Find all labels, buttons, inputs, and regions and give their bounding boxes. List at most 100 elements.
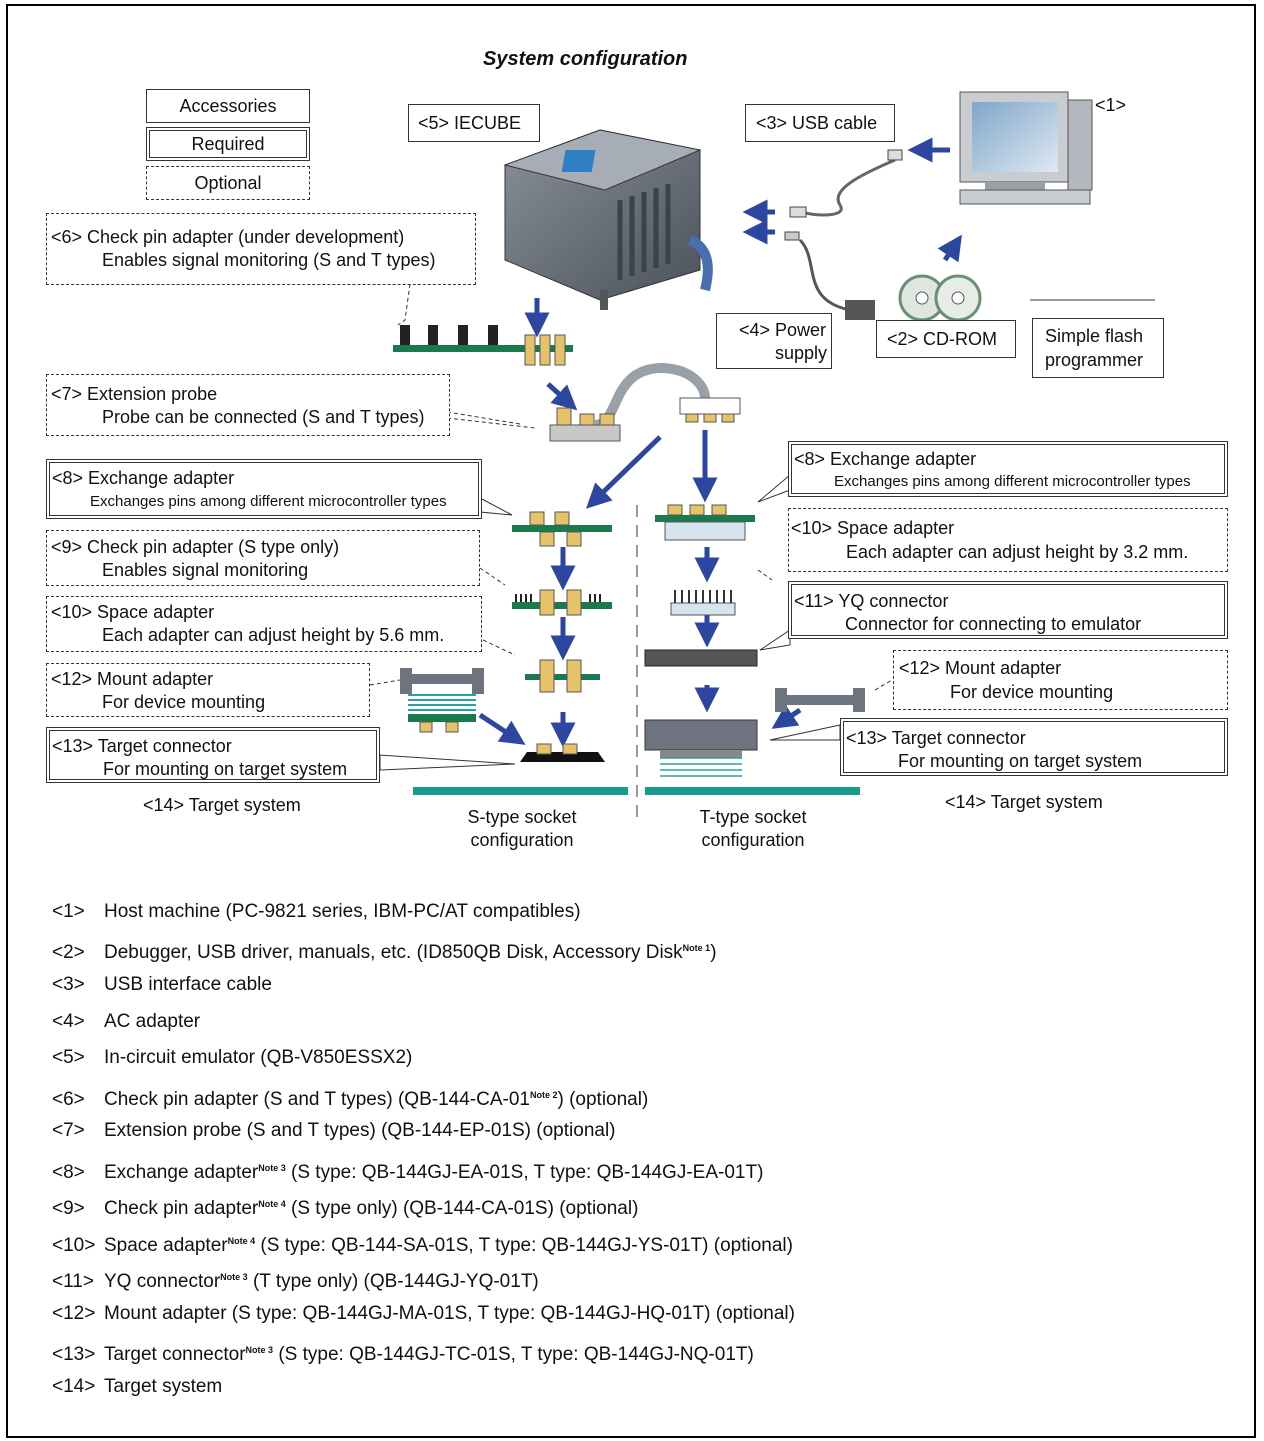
callout-10t-desc: Each adapter can adjust height by 3.2 mm… [846,542,1189,562]
t-socket-label: T-type socket [699,807,807,827]
list-item: <11> YQ connectorNote 3 (T type only) (QB… [52,1265,539,1292]
diagram-title: System configuration [483,48,688,70]
list-item: <4> AC adapter [52,1010,200,1034]
note-superscript: Note 1 [682,943,711,953]
callout-8t-title: <8> Exchange adapter [794,449,977,469]
list-item-text: Host machine (PC-9821 series, IBM-PC/AT … [104,901,581,922]
callout-13s-desc: For mounting on target system [103,759,348,779]
list-item-text: Check pin adapter (S and T types) (QB-14… [104,1089,530,1110]
list-item-text-end: (S type: QB-144-SA-01S, T type: QB-144GJ… [255,1235,793,1256]
cd-rom-label: <2> CD-ROM [876,320,1016,358]
callout-6-title: <6> Check pin adapter (under development… [51,227,405,247]
power-supply-label-2: supply [775,343,828,363]
callout-9-title: <9> Check pin adapter (S type only) [51,537,340,557]
list-item-number: <11> [52,1271,94,1292]
list-item-number: <10> [52,1235,96,1256]
list-item-number: <12> [52,1303,96,1324]
list-item-text: Target connector [104,1344,246,1365]
callout-10s-desc: Each adapter can adjust height by 5.6 mm… [102,625,445,645]
callout-exchange-adapter-t: <8> Exchange adapter Exchanges pins amon… [788,441,1228,497]
list-item-number: <5> [52,1047,85,1068]
callout-12t-desc: For device mounting [950,682,1114,702]
t-socket-label-2: configuration [701,830,805,850]
power-supply-image [784,231,875,320]
list-item-number: <8> [52,1162,85,1183]
s-type-stack [413,511,628,795]
power-supply-box: <4> Power supply [716,313,832,369]
flash-programmer-label-2: programmer [1045,350,1144,370]
list-item-text: Mount adapter (S type: QB-144GJ-MA-01S, … [104,1303,795,1324]
callout-target-connector-t: <13> Target connector For mounting on ta… [840,718,1228,776]
note-superscript: Note 3 [220,1272,248,1282]
connection-arrows [478,137,962,748]
list-item-number: <3> [52,974,85,995]
list-item-text: AC adapter [104,1011,201,1032]
list-item-number: <6> [52,1089,85,1110]
list-item-text: USB interface cable [104,974,272,995]
callout-13t-title: <13> Target connector [846,728,1026,748]
note-superscript: Note 4 [227,1236,256,1246]
list-item-text-end: ) [710,942,717,963]
list-item: <7>Extension probe (S and T types) (QB-1… [52,1119,616,1143]
check-pin-adapter-board [393,325,573,366]
callout-12t-title: <12> Mount adapter [899,658,1062,678]
callout-pointers [379,473,841,771]
list-item-text: Debugger, USB driver, manuals, etc. (ID8… [104,942,683,963]
extension-probe-image [549,362,741,442]
iecube-emulator-image [503,129,713,310]
target-system-t-label: <14> Target system [945,792,1103,812]
legend-required: Required [146,127,310,161]
callout-exchange-adapter-s: <8> Exchange adapter Exchanges pins amon… [46,459,482,519]
usb-cable-image [789,149,903,218]
list-item-number: <7> [52,1120,85,1141]
callout-11-desc: Connector for connecting to emulator [845,614,1142,634]
list-item: <5>In-circuit emulator (QB-V850ESSX2) [52,1046,412,1070]
flash-programmer-box: Simple flash programmer [1032,318,1164,378]
host-pc-image [959,91,1093,205]
callout-check-pin-adapter-s: <9> Check pin adapter (S type only) Enab… [46,530,480,586]
list-item: <3> USB interface cable [52,973,272,997]
callout-target-connector-s: <13> Target connector For mounting on ta… [46,727,380,783]
list-item: <2>Debugger, USB driver, manuals, etc. (… [52,936,717,963]
callout-10s-title: <10> Space adapter [51,602,215,622]
target-system-s-label: <14> Target system [143,795,301,815]
host-label: <1> [1095,95,1127,115]
list-item-number: <9> [52,1198,85,1219]
callout-12s-title: <12> Mount adapter [51,669,214,689]
callout-check-pin-adapter: <6> Check pin adapter (under development… [46,213,476,285]
callout-8s-title: <8> Exchange adapter [52,468,235,488]
usb-cable-label: <3> USB cable [745,104,895,142]
list-item-text-end: (S type only) (QB-144-CA-01S) (optional) [285,1198,639,1219]
list-item-number: <4> [52,1011,85,1032]
flash-programmer-label: Simple flash [1045,326,1144,346]
list-item: <13>Target connectorNote 3 (S type: QB-1… [52,1338,754,1365]
callout-6-desc: Enables signal monitoring (S and T types… [102,250,436,270]
callout-10t-title: <10> Space adapter [791,518,955,538]
s-socket-label-2: configuration [470,830,574,850]
list-item-text: Exchange adapter [104,1162,259,1183]
list-item-text-end: (T type only) (QB-144GJ-YQ-01T) [247,1271,539,1292]
list-item: <12> Mount adapter (S type: QB-144GJ-MA-0… [52,1302,795,1326]
s-socket-label: S-type socket [467,807,577,827]
list-item-number: <14> [52,1376,96,1397]
s-mount-adapter-image [400,668,484,733]
legend-accessories: Accessories [146,89,310,123]
list-item-text: Space adapter [104,1235,228,1256]
list-item: <8>Exchange adapterNote 3 (S type: QB-14… [52,1156,763,1183]
power-supply-label: <4> Power [739,320,827,340]
iecube-label: <5> IECUBE [408,104,540,142]
callout-extension-probe: <7> Extension probe Probe can be connect… [46,374,450,436]
callout-7-title: <7> Extension probe [51,384,218,404]
callout-mount-adapter-t: <12> Mount adapter For device mounting [893,650,1228,710]
callout-yq-connector: <11> YQ connector Connector for connecti… [788,581,1228,639]
note-superscript: Note 3 [245,1345,274,1355]
note-superscript: Note 2 [529,1090,558,1100]
note-superscript: Note 4 [258,1199,286,1209]
list-item: <10> Space adapterNote 4 (S type: QB-144-… [52,1229,793,1256]
callout-space-adapter-s: <10> Space adapter Each adapter can adju… [46,596,482,652]
list-item-text-end: (S type: QB-144GJ-TC-01S, T type: QB-144… [273,1344,754,1365]
list-item-text: YQ connector [104,1271,221,1292]
cd-rom-image [898,274,982,322]
callout-8t-desc: Exchanges pins among different microcont… [834,473,1191,490]
callout-leaders [369,283,893,691]
